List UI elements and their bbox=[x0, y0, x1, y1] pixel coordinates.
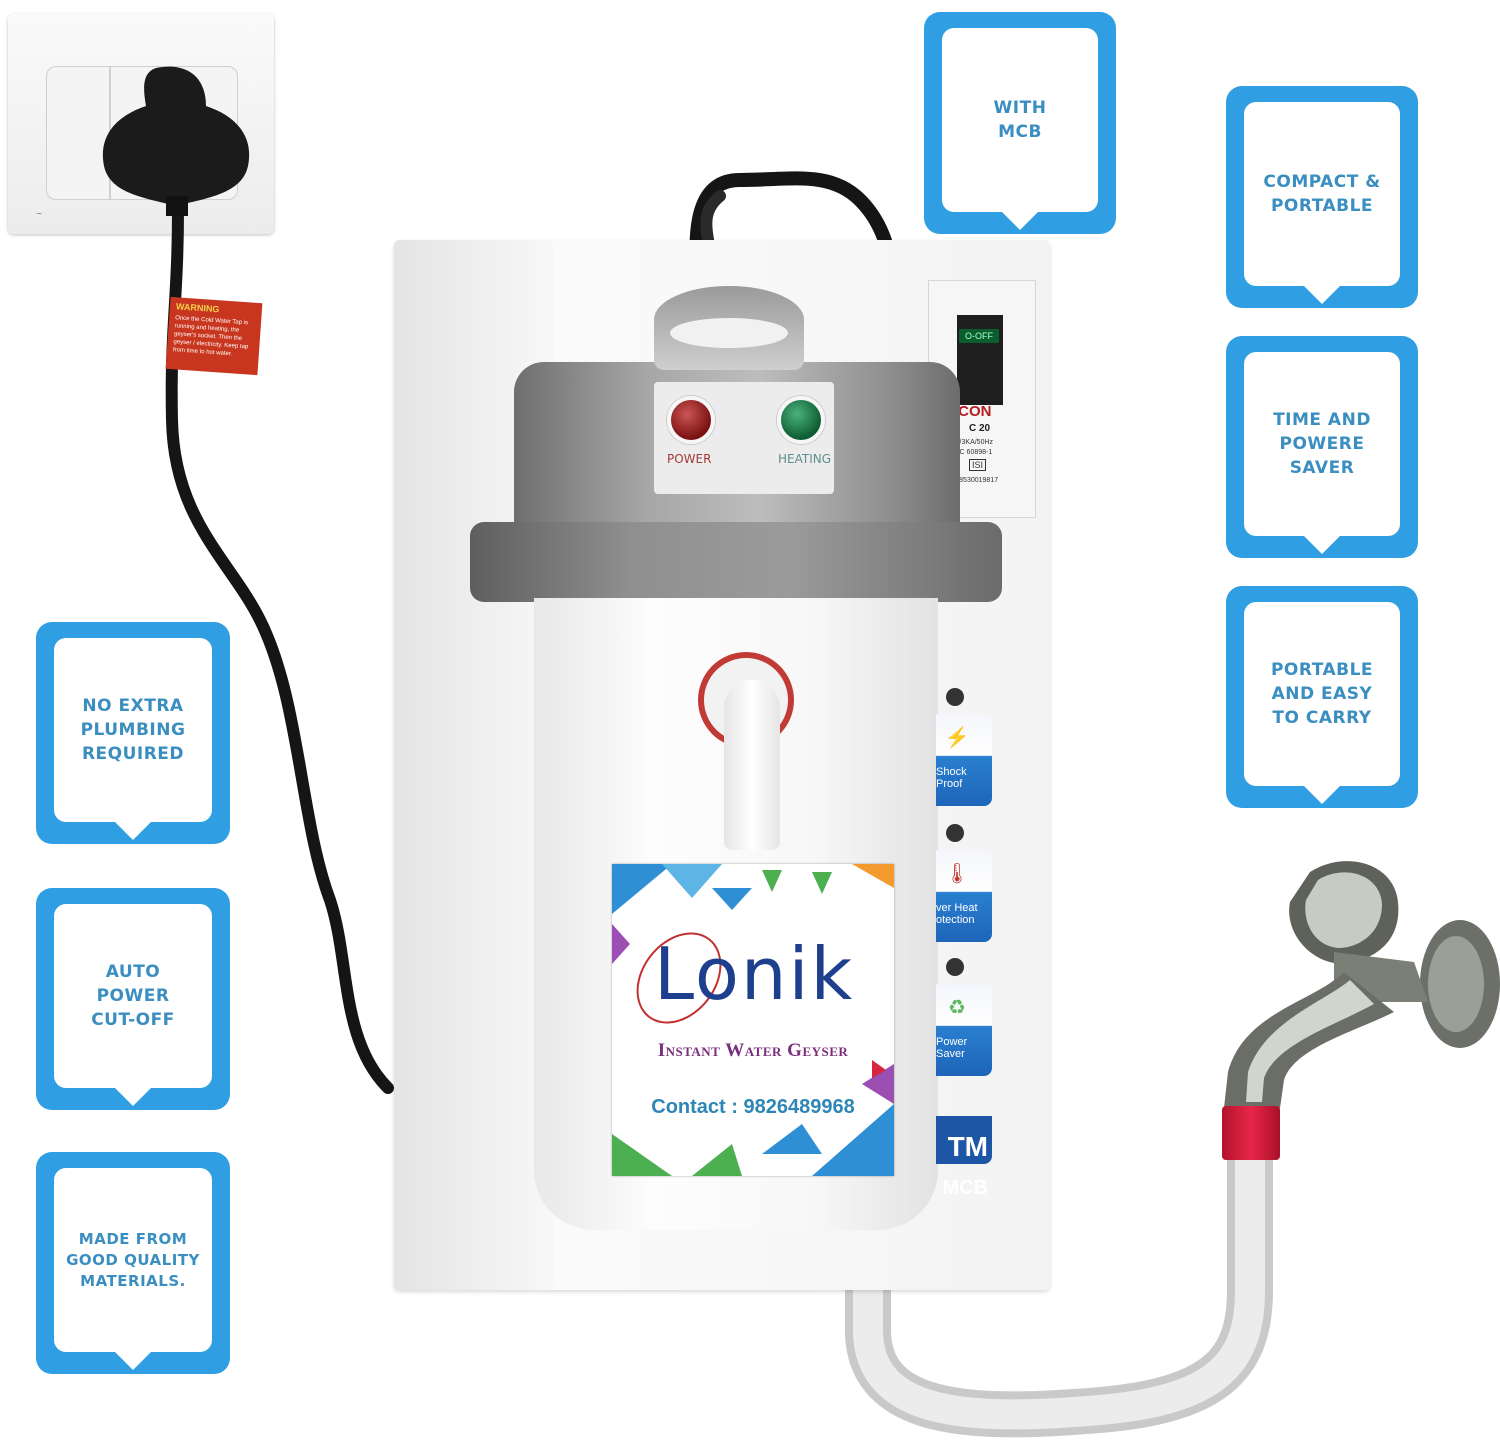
mcb-breaker[interactable]: O-OFF LCON C 20 0V/3KA/50Hz /IEC 60898-1… bbox=[928, 280, 1036, 518]
inlet-pipe bbox=[724, 680, 780, 850]
contact-number[interactable]: Contact : 9826489968 bbox=[651, 1096, 855, 1118]
callout-auto-power-cutoff: AUTO POWER CUT-OFF bbox=[36, 888, 230, 1110]
callout-time-power-saver: TIME AND POWERE SAVER bbox=[1226, 336, 1418, 558]
product-tagline: Instant Water Geyser bbox=[657, 1040, 849, 1061]
mcb-badge: TM MCB bbox=[936, 1116, 992, 1198]
warning-tag: WARNING Once the Cold Water Tap is runni… bbox=[165, 296, 263, 376]
badge-line-2: MCB bbox=[942, 1177, 988, 1199]
geometric-pattern-icon bbox=[612, 864, 894, 1176]
callout-label: TIME AND POWERE SAVER bbox=[1273, 410, 1371, 478]
callout-label: NO EXTRA PLUMBING REQUIRED bbox=[80, 696, 186, 764]
callout-no-extra-plumbing: NO EXTRA PLUMBING REQUIRED bbox=[36, 622, 230, 844]
indicator-panel: POWER HEATING bbox=[654, 382, 834, 494]
isi-mark-icon: ISI bbox=[969, 459, 987, 471]
mcb-toggle[interactable]: O-OFF bbox=[957, 315, 1003, 405]
over-heat-icon: 🌡 bbox=[944, 862, 970, 885]
callout-label: AUTO POWER CUT-OFF bbox=[91, 962, 175, 1030]
mcb-spec-1: 0V/3KA/50Hz bbox=[951, 439, 994, 446]
feature-shock-proof: ⚡ Shock Proof bbox=[936, 714, 992, 806]
heating-label: HEATING bbox=[778, 452, 832, 466]
feature-label: Shock Proof bbox=[936, 766, 967, 790]
power-label: POWER bbox=[667, 452, 712, 466]
plug-icon bbox=[102, 66, 250, 216]
feature-label: ver Heat otection bbox=[936, 902, 978, 926]
mcb-license: /L-8530019817 bbox=[951, 477, 999, 484]
brand-label-card: Lonik Instant Water Geyser Contact : 982… bbox=[612, 864, 894, 1176]
brand-logo: Lonik bbox=[619, 915, 882, 1041]
mcb-spec-2: /IEC 60898-1 bbox=[951, 449, 993, 456]
callout-label: WITH MCB bbox=[993, 98, 1047, 142]
feature-label: Power Saver bbox=[936, 1036, 968, 1060]
feature-dot bbox=[946, 688, 964, 706]
feature-strip: ⚡ Shock Proof 🌡 ver Heat otection ♻ Powe… bbox=[936, 680, 994, 1198]
callout-with-mcb: WITH MCB bbox=[924, 12, 1116, 234]
shock-proof-icon: ⚡ bbox=[944, 726, 970, 749]
mcb-state-label: O-OFF bbox=[959, 329, 999, 343]
feature-power-saver: ♻ Power Saver bbox=[936, 984, 992, 1076]
water-tap-icon bbox=[1224, 861, 1500, 1108]
socket-brand-mark: ~ bbox=[36, 209, 42, 220]
feature-dot bbox=[946, 958, 964, 976]
geyser-flange bbox=[470, 522, 1002, 602]
warning-body: Once the Cold Water Tap is running and h… bbox=[172, 315, 249, 358]
power-saver-icon: ♻ bbox=[948, 996, 966, 1019]
feature-dot bbox=[946, 824, 964, 842]
feature-over-heat: 🌡 ver Heat otection bbox=[936, 850, 992, 942]
callout-label: PORTABLE AND EASY TO CARRY bbox=[1270, 660, 1374, 728]
mcb-rating: C 20 bbox=[969, 423, 991, 434]
callout-label: COMPACT & PORTABLE bbox=[1263, 172, 1381, 216]
heating-indicator-lamp bbox=[777, 396, 825, 444]
brand-name: Lonik bbox=[654, 932, 855, 1016]
badge-line-1: TM bbox=[947, 1131, 988, 1162]
power-indicator-lamp bbox=[667, 396, 715, 444]
callout-good-quality-materials: MADE FROM GOOD QUALITY MATERIALS. bbox=[36, 1152, 230, 1374]
callout-portable-easy-carry: PORTABLE AND EASY TO CARRY bbox=[1226, 586, 1418, 808]
geyser-cap-ring bbox=[670, 318, 788, 348]
tap-connector bbox=[1222, 1106, 1280, 1160]
callout-compact-portable: COMPACT & PORTABLE bbox=[1226, 86, 1418, 308]
callout-label: MADE FROM GOOD QUALITY MATERIALS. bbox=[66, 1229, 200, 1290]
